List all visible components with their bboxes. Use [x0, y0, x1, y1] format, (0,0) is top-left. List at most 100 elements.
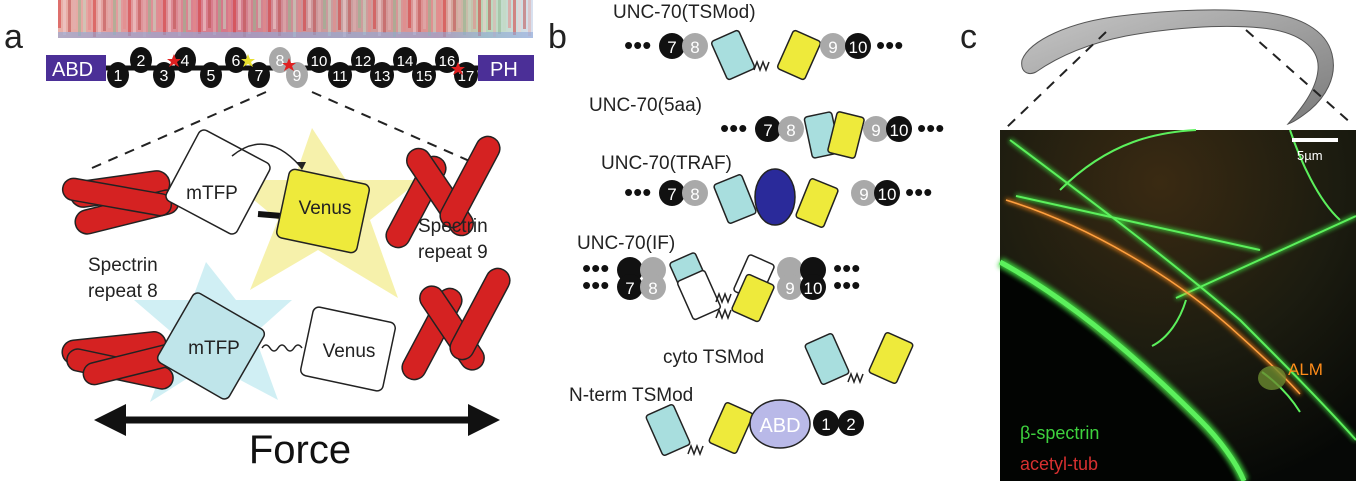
spectrin-right-line1: Spectrin: [418, 216, 488, 237]
repeat-8-label: 8: [276, 53, 285, 70]
repeat-2-label: 2: [137, 53, 146, 70]
repeat-5: [200, 62, 222, 88]
repeat-9-text: 9: [828, 38, 837, 57]
dots-left: •••: [720, 113, 747, 143]
mtfp-label-top: mTFP: [186, 183, 238, 204]
mutation-star-icons: [167, 54, 465, 75]
repeat-3: [153, 62, 175, 88]
red-star-icon: [167, 54, 181, 67]
repeat-9-dot: [863, 116, 889, 142]
dots-right: •••: [833, 270, 860, 300]
repeat-2-text: 2: [846, 415, 855, 434]
construct-traf-label: UNC-70(TRAF): [601, 153, 732, 174]
repeat-10-text: 10: [804, 279, 823, 298]
dots-left: •••: [624, 177, 651, 207]
repeat-10-text: 10: [878, 185, 897, 204]
repeat-8-dot: [682, 33, 708, 59]
dots-right: •••: [833, 253, 860, 283]
dots-left: •••: [582, 270, 609, 300]
mtfp-barrel-bottom: [156, 292, 266, 400]
linker-spring: [261, 344, 303, 352]
repeat-10-dot: [886, 116, 912, 142]
zoom-line-left: [1005, 31, 1107, 129]
construct-nterm-label: N-term TSMod: [569, 385, 693, 406]
arrow-left-icon: [94, 404, 126, 436]
micrograph: [997, 129, 1356, 481]
repeat-8-text: 8: [690, 38, 699, 57]
spectrin-left-line2: repeat 8: [88, 281, 158, 302]
repeat-8-text: 8: [786, 121, 795, 140]
linker-spring: [687, 443, 704, 457]
venus-barrel-bottom: [300, 306, 396, 392]
repeat-13: [370, 62, 394, 88]
venus-label-bottom: Venus: [323, 341, 376, 362]
abd-domain: [749, 399, 811, 449]
repeat-5-label: 5: [207, 68, 216, 85]
repeat-10-text: 10: [849, 38, 868, 57]
traf-domain: [754, 168, 796, 226]
repeat-14-label: 14: [397, 53, 414, 70]
spectrin-right-line2: repeat 9: [418, 242, 488, 263]
repeat-7-dot: [659, 180, 685, 206]
arrow-right-icon: [468, 404, 500, 436]
mtfp-box: [804, 333, 850, 385]
repeat-8-text: 8: [690, 185, 699, 204]
venus-label-top: Venus: [299, 198, 352, 219]
construct-5aa-label: UNC-70(5aa): [589, 95, 702, 116]
repeat-8-text: 8: [648, 279, 657, 298]
venus-box: [708, 402, 754, 454]
yellow-star-icon: [241, 54, 255, 67]
construct-traf: UNC-70(TRAF) ••• 7 8 9 10 •••: [601, 153, 932, 228]
repeat-1: [107, 62, 129, 88]
repeat-6-label: 6: [232, 53, 241, 70]
repeat-16: [435, 47, 459, 73]
mtfp-label-bottom: mTFP: [188, 338, 240, 359]
repeat-10-dot: [874, 180, 900, 206]
channel-green-label: β-spectrin: [1020, 423, 1099, 443]
linker-spring: [715, 307, 732, 321]
repeat-11: [328, 62, 352, 88]
force-arrow: [94, 404, 500, 436]
panel-letter-c: c: [960, 18, 977, 56]
repeat-7-text: 7: [763, 121, 772, 140]
repeat-7-dot: [755, 116, 781, 142]
repeat-1-text: 1: [821, 415, 830, 434]
repeat-12: [351, 47, 375, 73]
repeat-4: [174, 47, 196, 73]
repeat-2-dot: [838, 410, 864, 436]
repeat-10-dot: [845, 33, 871, 59]
repeat-6: [225, 47, 247, 73]
construct-if-label: UNC-70(IF): [577, 233, 675, 254]
repeat-10-label: 10: [311, 53, 328, 70]
repeat-9-text: 9: [785, 279, 794, 298]
repeat-8: [269, 47, 291, 73]
zoom-line-left: [91, 91, 267, 169]
channel-red-label: acetyl-tub: [1020, 454, 1098, 474]
repeat-10-text: 10: [890, 121, 909, 140]
repeat-8-dot: [778, 116, 804, 142]
repeat-10: [307, 47, 331, 73]
repeat-8-dot: [682, 180, 708, 206]
repeat-9-dot: [820, 33, 846, 59]
construct-cyto: cyto TSMod: [663, 332, 914, 385]
construct-tsmod-label: UNC-70(TSMod): [613, 2, 756, 23]
abd-domain: [46, 55, 106, 81]
repeat-9-dot: [777, 274, 803, 300]
abd-domain-label: ABD: [52, 59, 93, 81]
venus-box: [795, 178, 839, 228]
panel-letter-b: b: [548, 18, 567, 56]
construct-5aa: UNC-70(5aa) ••• 7 8 9 10 •••: [589, 95, 944, 159]
venus-box: [827, 111, 865, 159]
linker-rigid: [257, 211, 283, 219]
repeat-16-label: 16: [439, 53, 456, 70]
repeat-1-label: 1: [114, 68, 123, 85]
repeat-15: [412, 62, 436, 88]
linker-spring: [847, 371, 864, 385]
alm-cell-body: [1258, 366, 1286, 390]
spectrin-repeat-9-bottom: [401, 267, 511, 381]
repeat-7: [248, 62, 270, 88]
spectrin-repeat-8-bottom: [61, 331, 192, 390]
repeat-8-dot: [640, 274, 666, 300]
repeat-7-text: 7: [667, 185, 676, 204]
